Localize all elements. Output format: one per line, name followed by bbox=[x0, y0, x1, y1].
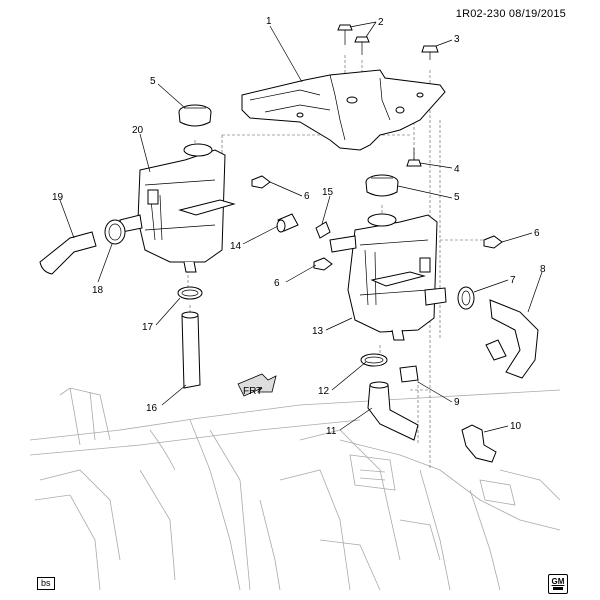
direction-arrow-label: FRT bbox=[243, 386, 262, 397]
callout-2: 2 bbox=[378, 17, 384, 28]
coolant-hoses bbox=[39, 231, 539, 463]
callout-10: 10 bbox=[510, 421, 522, 432]
callout-20: 20 bbox=[132, 125, 144, 136]
callout-6-upper: 6 bbox=[304, 191, 310, 202]
callout-12: 12 bbox=[318, 386, 330, 397]
body-structure bbox=[29, 387, 561, 591]
callout-17: 17 bbox=[142, 322, 154, 333]
gm-logo-text: GM bbox=[551, 577, 565, 586]
callout-15: 15 bbox=[322, 187, 334, 198]
callout-8: 8 bbox=[540, 264, 546, 275]
callout-11: 11 bbox=[326, 426, 337, 437]
bracket-part bbox=[241, 69, 446, 151]
callout-7: 7 bbox=[510, 275, 516, 286]
callout-14: 14 bbox=[230, 241, 242, 252]
right-reservoir bbox=[329, 213, 447, 341]
plug-part bbox=[276, 213, 299, 233]
leader-lines bbox=[59, 21, 543, 433]
callout-labels: 1 2 3 4 5 5 6 6 6 7 8 9 10 11 12 13 14 1… bbox=[52, 16, 546, 437]
callout-6-lower: 6 bbox=[274, 278, 280, 289]
callout-5-right: 5 bbox=[454, 192, 460, 203]
callout-5-left: 5 bbox=[150, 76, 156, 87]
gm-logo: GM bbox=[548, 574, 568, 594]
diagram-reference: 1R02-230 08/19/2015 bbox=[455, 8, 566, 20]
sensor-part bbox=[399, 365, 419, 383]
retainer-clips bbox=[251, 175, 503, 271]
hose-clamps bbox=[104, 219, 475, 367]
callout-19: 19 bbox=[52, 192, 64, 203]
callout-1: 1 bbox=[266, 16, 272, 27]
callout-4: 4 bbox=[454, 164, 460, 175]
callout-16: 16 bbox=[146, 403, 158, 414]
callout-13: 13 bbox=[312, 326, 324, 337]
callout-6-right: 6 bbox=[534, 228, 540, 239]
left-reservoir bbox=[119, 143, 236, 273]
callout-3: 3 bbox=[454, 34, 460, 45]
callout-18: 18 bbox=[92, 285, 104, 296]
front-direction-arrow: FRT bbox=[237, 373, 277, 397]
reservoir-caps bbox=[178, 104, 399, 197]
bolts bbox=[337, 24, 439, 167]
gm-logo-bar bbox=[553, 587, 563, 590]
callout-9: 9 bbox=[454, 397, 460, 408]
illustrator-tag: bs bbox=[37, 577, 55, 590]
